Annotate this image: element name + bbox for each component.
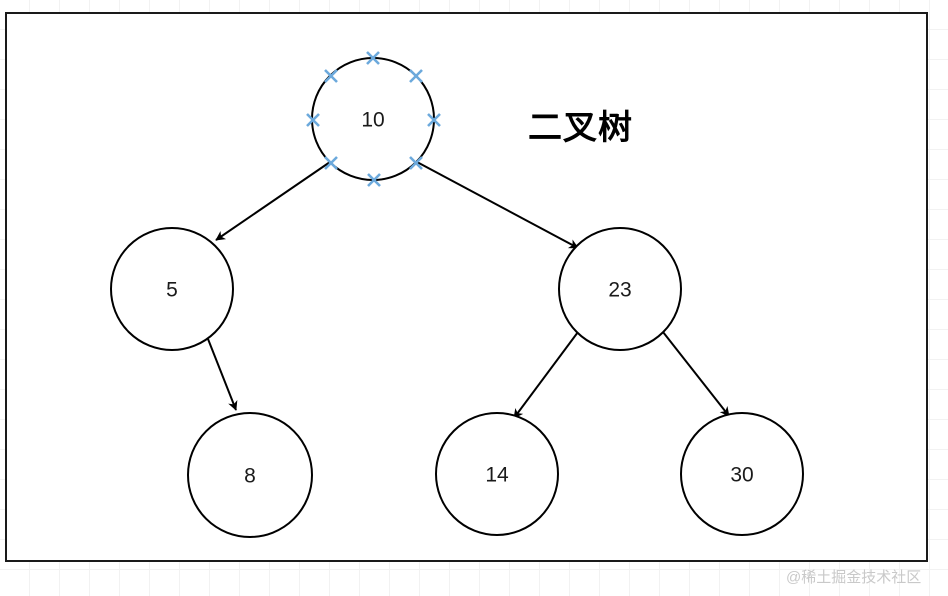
- tree-node-right[interactable]: 23: [558, 227, 682, 351]
- node-label-right-left: 14: [485, 464, 509, 487]
- tree-node-right-left[interactable]: 14: [435, 412, 559, 536]
- connection-handle-se-icon[interactable]: [409, 156, 423, 170]
- node-shape-left[interactable]: [110, 227, 234, 351]
- edge-right-to-right-left[interactable]: [513, 331, 579, 419]
- connection-handle-ne-icon[interactable]: [409, 69, 423, 83]
- connection-handle-nw-icon[interactable]: [324, 69, 338, 83]
- watermark-text: @稀土掘金技术社区: [786, 569, 922, 586]
- node-label-right: 23: [608, 279, 631, 302]
- edge-root-to-right[interactable]: [416, 161, 579, 249]
- node-shape-right-right[interactable]: [680, 412, 804, 536]
- connection-handle-sw-icon[interactable]: [324, 156, 338, 170]
- node-shape-left-right[interactable]: [187, 412, 313, 538]
- node-label-right-right: 30: [730, 464, 753, 487]
- connection-handle-w-icon[interactable]: [306, 113, 320, 127]
- tree-node-right-right[interactable]: 30: [680, 412, 804, 536]
- node-label-left: 5: [166, 279, 178, 302]
- diagram-title[interactable]: 二叉树: [528, 109, 633, 147]
- edge-root-to-left[interactable]: [215, 161, 331, 241]
- tree-node-left-right[interactable]: 8: [187, 412, 313, 538]
- connection-handle-e-icon[interactable]: [427, 113, 441, 127]
- node-label-root: 10: [361, 109, 384, 132]
- node-shape-right-left[interactable]: [435, 412, 559, 536]
- node-layer: 10 5 23 8 14 30: [110, 57, 804, 538]
- edge-right-to-right-right[interactable]: [662, 331, 730, 417]
- node-shape-right[interactable]: [558, 227, 682, 351]
- connection-handle-n-icon[interactable]: [366, 51, 380, 65]
- connection-handle-s-icon[interactable]: [367, 173, 381, 187]
- edge-layer: [207, 161, 730, 419]
- tree-node-left[interactable]: 5: [110, 227, 234, 351]
- edge-left-to-left-right[interactable]: [207, 338, 238, 411]
- node-label-left-right: 8: [244, 465, 256, 488]
- selection-handle-layer: [306, 51, 441, 187]
